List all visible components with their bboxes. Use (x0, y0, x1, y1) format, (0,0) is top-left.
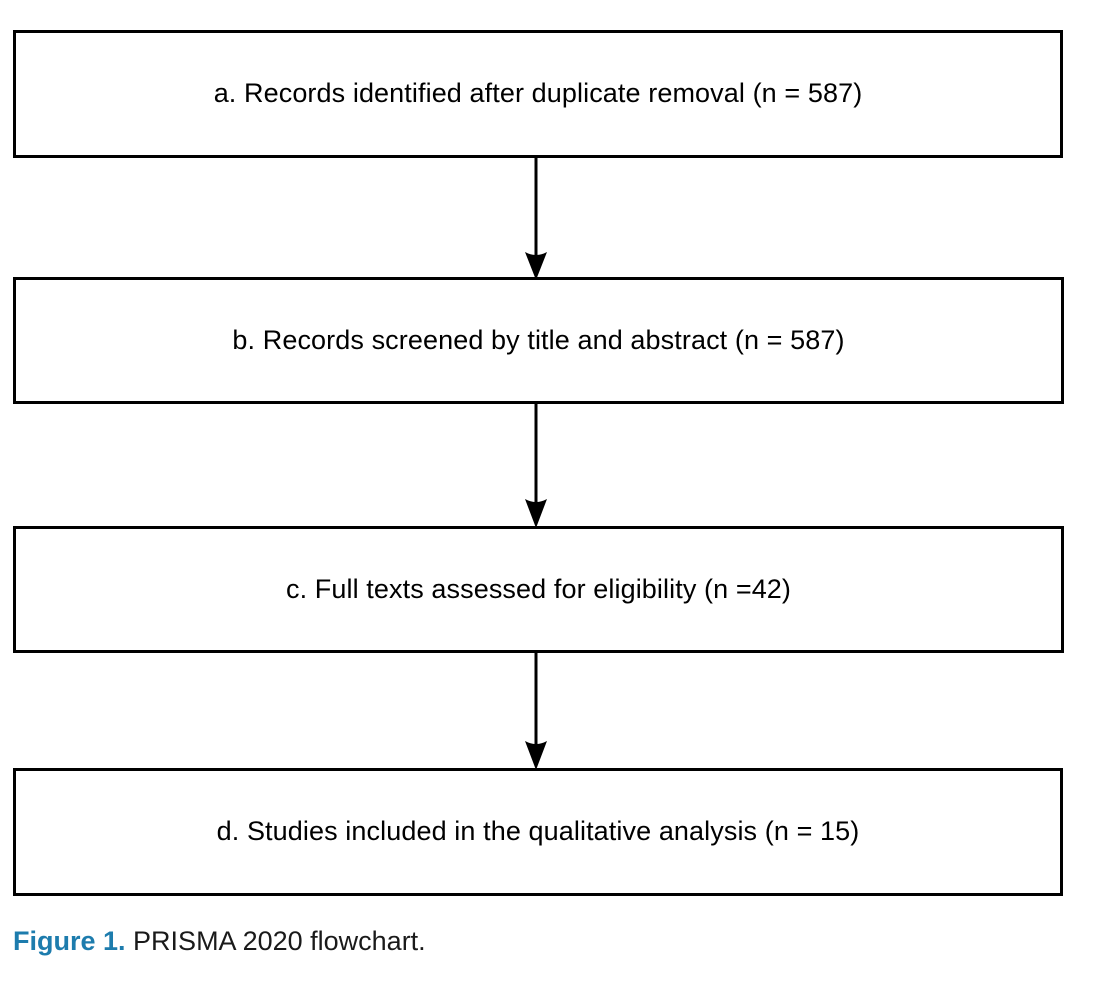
arrow-down-icon (525, 651, 547, 770)
figure-caption: Figure 1. PRISMA 2020 flowchart. (13, 924, 1073, 959)
figure-caption-text: PRISMA 2020 flowchart. (133, 926, 426, 956)
arrow-down-icon (525, 156, 547, 280)
flow-node-b-label: b. Records screened by title and abstrac… (232, 324, 845, 355)
flow-edge-c-to-d (506, 651, 566, 770)
flow-node-a-label: a. Records identified after duplicate re… (213, 78, 863, 109)
flow-edge-b-to-c (506, 402, 566, 528)
flow-node-c: c. Full texts assessed for eligibility (… (13, 526, 1064, 653)
flow-node-d-label: d. Studies included in the qualitative a… (216, 816, 860, 847)
figure-caption-number: Figure 1. (13, 926, 126, 956)
flow-node-b: b. Records screened by title and abstrac… (13, 277, 1064, 404)
arrow-down-icon (525, 402, 547, 528)
flow-edge-a-to-b (506, 156, 566, 280)
flow-node-c-label: c. Full texts assessed for eligibility (… (285, 573, 792, 604)
flow-node-a: a. Records identified after duplicate re… (13, 30, 1063, 158)
flow-node-d: d. Studies included in the qualitative a… (13, 768, 1063, 896)
